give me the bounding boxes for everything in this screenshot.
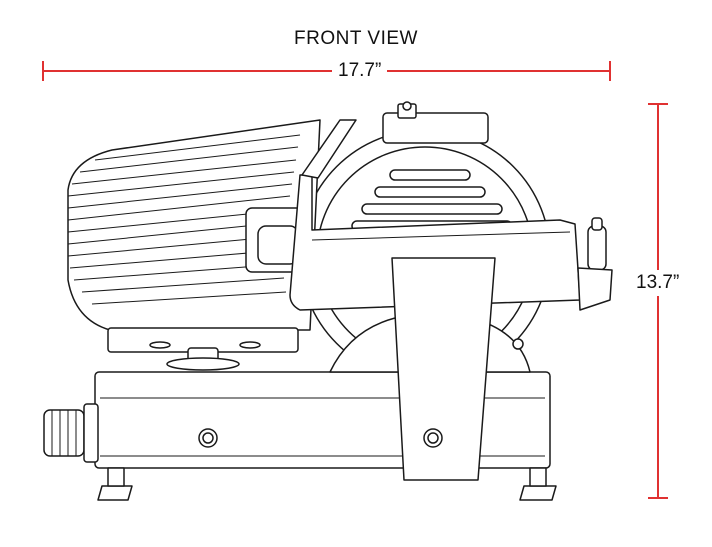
pusher-handle — [587, 225, 607, 271]
guard-top-plate — [382, 112, 489, 144]
width-dimension-line — [42, 61, 611, 81]
carriage-tray — [289, 174, 581, 311]
foot-left — [97, 485, 133, 501]
thickness-knob — [43, 403, 99, 463]
foot-right — [519, 485, 557, 501]
view-title: FRONT VIEW — [294, 28, 418, 49]
meat-slicer — [43, 101, 613, 501]
motor-housing — [67, 119, 321, 331]
height-dimension-line — [648, 103, 668, 499]
height-dimension-label: 13.7” — [636, 270, 680, 296]
width-dimension-label: 17.7” — [332, 60, 388, 82]
carriage-post — [391, 257, 496, 481]
